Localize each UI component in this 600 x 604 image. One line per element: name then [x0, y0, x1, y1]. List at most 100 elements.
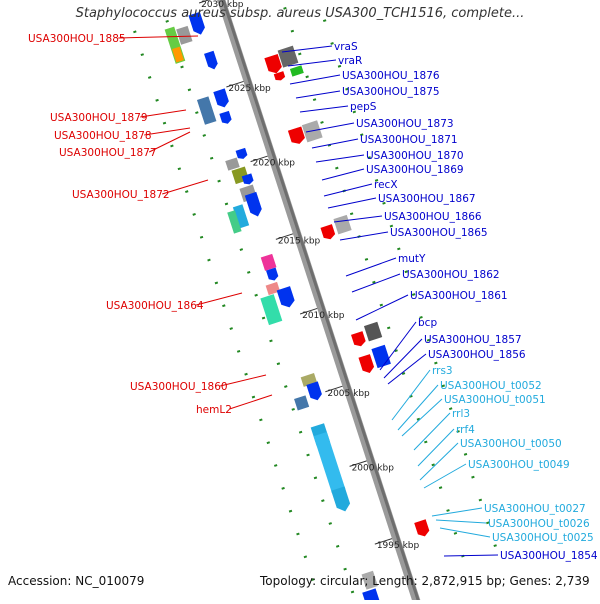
right-leader-line [423, 463, 467, 489]
right-leader-line [443, 554, 499, 557]
feature-arrow [273, 71, 286, 81]
right-leader-line [321, 168, 365, 181]
left-leader-line [144, 127, 191, 136]
left-feature-label: USA300HOU_1877 [59, 147, 157, 159]
feature-box [260, 294, 283, 326]
left-leader-line [140, 109, 187, 118]
left-leader-line [162, 179, 209, 195]
right-leader-line [431, 507, 483, 517]
scale-tick-label: 2010 kbp [302, 311, 345, 321]
left-feature-label: USA300HOU_1879 [50, 112, 148, 124]
right-leader-line [401, 398, 443, 437]
right-leader-line [417, 428, 455, 467]
feature-box [289, 65, 304, 77]
left-leader-line [220, 374, 267, 387]
scale-tick [275, 233, 294, 240]
feature-arrow [266, 267, 279, 281]
right-feature-label: USA300HOU_1857 [424, 334, 522, 346]
right-feature-label: USA300HOU_1876 [342, 70, 440, 82]
right-leader-line [333, 215, 383, 223]
right-feature-label: vraR [338, 55, 362, 67]
feature-arrow [204, 50, 218, 70]
right-leader-line [311, 138, 359, 149]
right-feature-label: USA300HOU_1869 [366, 164, 464, 176]
right-leader-line [295, 90, 341, 99]
feature-box [294, 395, 310, 411]
feature-arrow [276, 286, 295, 308]
accession-text: Accession: NC_010079 [8, 574, 145, 588]
right-feature-label: USA300HOU_1875 [342, 86, 440, 98]
right-feature-label: recX [374, 179, 398, 191]
right-feature-label: USA300HOU_t0026 [488, 518, 590, 530]
right-feature-label: USA300HOU_1862 [402, 269, 500, 281]
feature-arrow [188, 11, 205, 35]
feature-arrow [414, 519, 430, 537]
right-leader-line [439, 527, 491, 538]
backbone-edge [221, 0, 421, 604]
right-leader-line [419, 442, 459, 481]
right-feature-label: rrs3 [432, 365, 453, 377]
feature-arrow [219, 110, 232, 124]
right-feature-label: USA300HOU_t0049 [468, 459, 570, 471]
left-feature-label: USA300HOU_1878 [54, 130, 152, 142]
scale-tick [198, 0, 210, 4]
right-feature-label: rrl3 [452, 408, 470, 420]
right-feature-label: rrf4 [456, 424, 475, 436]
right-feature-label: USA300HOU_t0027 [484, 503, 586, 515]
right-leader-line [383, 338, 423, 379]
left-leader-line [148, 131, 191, 153]
right-feature-label: bcp [418, 317, 437, 329]
scale-tick-label: 2030 kbp [201, 0, 244, 10]
feature-arrow [331, 486, 351, 512]
feature-box [260, 253, 277, 271]
feature-arrow [235, 147, 248, 159]
feature-box [363, 321, 383, 342]
right-feature-label: pepS [350, 101, 377, 113]
scale-tick-label: 2015 kbp [278, 236, 321, 246]
left-feature-label: USA300HOU_1864 [106, 300, 204, 312]
feature-arrow [358, 354, 375, 374]
scale-tick-label: 2025 kbp [228, 84, 271, 94]
right-leader-line [299, 105, 349, 113]
right-leader-line [339, 231, 389, 241]
right-leader-line [315, 154, 365, 163]
feature-box [172, 46, 184, 63]
right-feature-label: USA300HOU_1861 [410, 290, 508, 302]
right-feature-label: USA300HOU_1854 [500, 550, 598, 562]
left-leader-line [229, 394, 273, 410]
right-feature-label: USA300HOU_1856 [428, 349, 526, 361]
right-feature-label: USA300HOU_t0052 [440, 380, 542, 392]
feature-box [225, 157, 240, 171]
feature-box [176, 25, 193, 45]
genome-summary-text: Topology: circular; Length: 2,872,915 bp… [260, 574, 590, 588]
feature-box [265, 281, 281, 296]
right-feature-label: USA300HOU_t0050 [460, 438, 562, 450]
feature-arrow [287, 126, 305, 144]
right-feature-label: USA300HOU_1873 [356, 118, 454, 130]
right-leader-line [387, 353, 427, 385]
right-feature-label: USA300HOU_t0051 [444, 394, 546, 406]
feature-arrow [351, 331, 366, 347]
feature-box [333, 214, 352, 235]
right-leader-line [397, 384, 439, 431]
right-leader-line [281, 45, 333, 53]
feature-arrow [320, 224, 336, 240]
right-leader-line [351, 273, 401, 293]
feature-arrow [244, 191, 262, 217]
feature-box [313, 431, 346, 494]
scale-tick [349, 460, 367, 467]
feature-arrow [213, 88, 229, 108]
scale-tick-label: 2005 kbp [327, 389, 370, 399]
right-leader-line [323, 183, 373, 197]
right-leader-line [345, 257, 397, 277]
left-feature-label: USA300HOU_1885 [28, 33, 126, 45]
map-title: Staphylococcus aureus subsp. aureus USA3… [75, 6, 525, 21]
scale-tick-label: 1995 kbp [377, 541, 420, 551]
right-leader-line [435, 519, 487, 524]
right-feature-label: USA300HOU_1871 [360, 134, 458, 146]
feature-arrow [264, 53, 282, 74]
left-feature-label: USA300HOU_1860 [130, 381, 228, 393]
right-leader-line [355, 294, 409, 321]
